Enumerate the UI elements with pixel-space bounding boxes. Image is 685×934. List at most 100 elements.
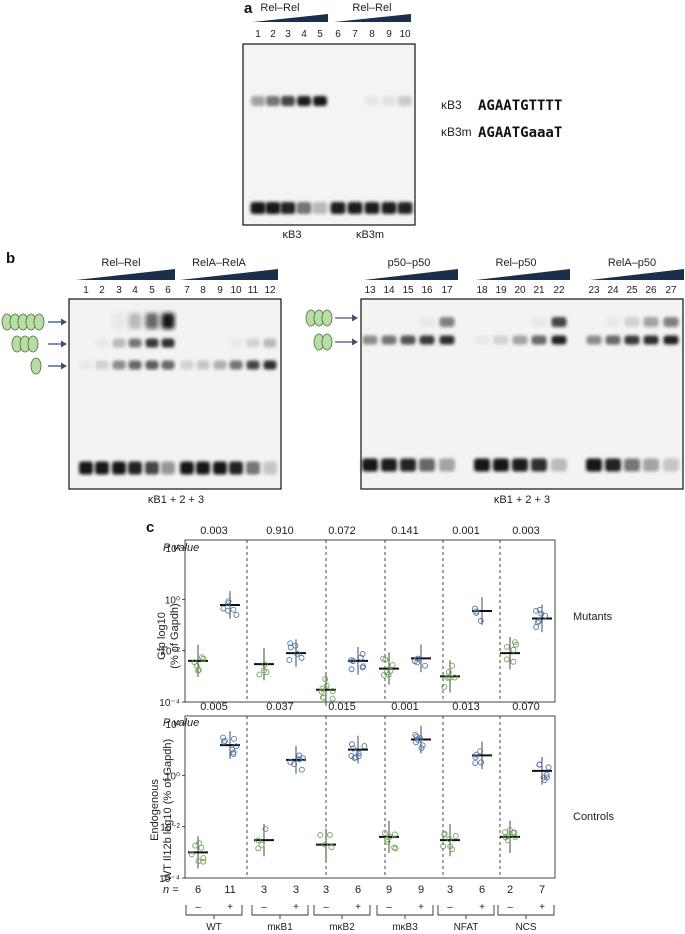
gel-band [605,335,621,345]
seq-kb3m: AGAATGaaaT [478,125,562,141]
data-point [361,743,368,750]
data-point [533,607,540,614]
gel-band [112,313,126,329]
n-label: n = [163,884,179,896]
gel-band [663,317,679,327]
group-label: mκB1 [267,922,293,933]
minus-sign: – [323,902,329,913]
data-point [352,754,359,761]
gel-band [246,461,260,475]
lane-number: 10 [230,285,242,296]
data-point [294,650,301,657]
data-point [231,735,237,742]
data-point [225,600,231,607]
p-value: 0.141 [391,525,419,537]
panel-a-probe1: κB3 [283,229,302,241]
minus-sign: – [195,902,201,913]
plot-frame [184,539,556,703]
gel-band [531,335,547,345]
data-point [533,624,540,631]
gradient-wedge [476,269,570,280]
data-point [535,618,542,625]
bottom-ylabel-2: WT Il12b log10 (% of Gapdh) [162,739,174,881]
minus-sign: – [507,902,513,913]
n-value: 6 [355,884,361,896]
gel-band [362,458,378,472]
data-point [355,750,362,757]
y-tick-label: 10⁻² [160,647,180,658]
gel-band [512,335,528,345]
gel-band [551,458,567,472]
gel-band [266,96,280,106]
data-point [387,667,394,674]
lane-number: 8 [369,29,375,40]
data-point [291,761,298,768]
gel-band [297,96,311,106]
data-point [452,833,459,839]
data-point [299,755,306,762]
y-tick-label: 10² [166,544,181,555]
gel-band [531,317,547,327]
gel-band [512,458,528,472]
data-point [510,646,517,653]
data-point [543,771,550,778]
group-label: mκB2 [329,922,355,933]
complex-legend-ovals [1,309,358,375]
minus-sign: – [447,902,453,913]
data-point [225,607,231,614]
data-point [414,659,421,666]
gel-band [250,202,266,214]
panel-a-probe2: κB3m [356,229,384,241]
dimer-oval-icon [33,313,45,331]
data-point [230,606,237,613]
gel-band [79,360,93,370]
plus-sign: + [355,902,361,913]
gel1-bands [79,313,277,475]
gel-band [263,360,277,370]
seq-kb3: AGAATGTTTT [478,98,562,114]
gel-band [213,360,227,370]
n-value: 3 [261,884,267,896]
gel-band [347,202,363,214]
data-point [200,858,207,865]
data-point [321,841,328,848]
data-point [198,654,205,661]
gel-band [313,96,327,106]
data-point [263,669,270,676]
data-point [477,748,484,755]
gel1-group-label: RelA–RelA [192,257,246,269]
data-point [320,694,327,701]
data-point [478,759,485,766]
data-point [412,731,419,738]
data-point [513,641,519,648]
lane-number: 9 [217,285,223,296]
n-value: 7 [539,884,545,896]
gel-band [263,461,277,475]
data-point [381,829,388,836]
lane-number: 14 [383,285,395,296]
gel2-bands [362,317,679,472]
panel-a-bands [250,96,413,214]
seq-name-kb3m: κB3m [441,125,472,139]
top-ylabel-2: (% of Gapdh) [169,603,181,668]
plus-sign: + [293,902,299,913]
data-point [317,831,324,838]
data-point [536,606,543,613]
data-point [298,654,305,661]
lane-number: 5 [317,29,323,40]
p-value: 0.013 [452,701,480,713]
gel-band [381,335,397,345]
panel-b-letter: b [6,250,15,267]
data-point [502,829,508,836]
gel-band [128,338,142,348]
plus-sign: + [539,902,545,913]
gel-band [161,338,175,348]
p-value: 0.015 [328,701,356,713]
data-point [503,643,510,650]
bottom-ylabel-1: Endogenous [149,779,161,841]
gel-band [229,461,243,475]
data-point [536,761,543,768]
